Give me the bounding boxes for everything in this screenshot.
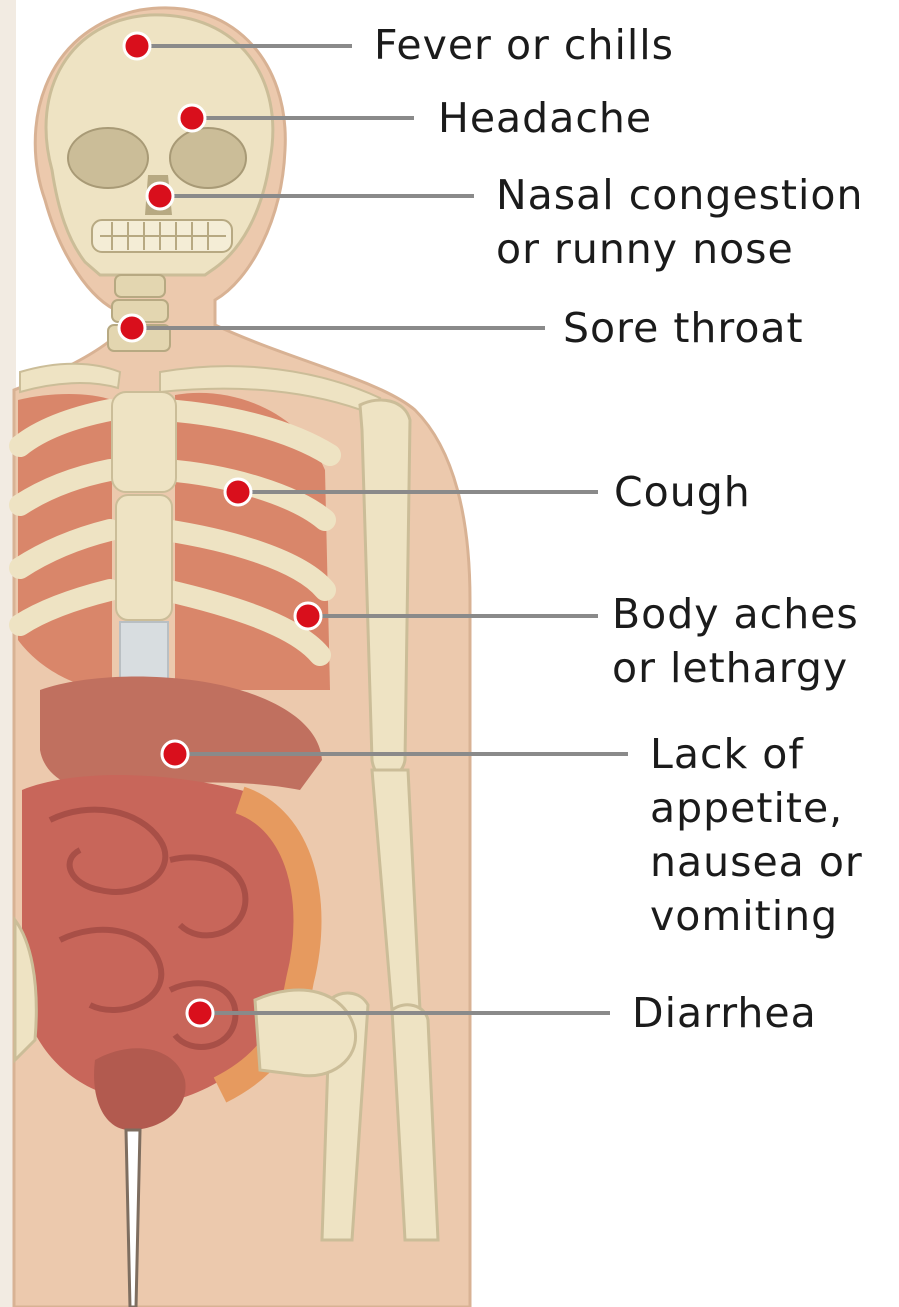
label-diarrhea: Diarrhea [632, 986, 817, 1040]
marker-sore-throat [119, 315, 145, 341]
label-sore-throat: Sore throat [563, 301, 804, 355]
label-line: Nasal congestion [496, 168, 863, 222]
label-line: vomiting [650, 889, 863, 943]
label-line: Body aches [612, 587, 859, 641]
label-fever: Fever or chills [374, 18, 674, 72]
label-line: or runny nose [496, 222, 863, 276]
label-line: Lack of [650, 727, 863, 781]
marker-cough [225, 479, 251, 505]
skull [46, 15, 273, 275]
label-body-aches: Body aches or lethargy [612, 587, 859, 695]
label-line: Diarrhea [632, 986, 817, 1040]
label-line: appetite, [650, 781, 863, 835]
marker-appetite [162, 741, 188, 767]
marker-body-aches [295, 603, 321, 629]
label-line: or lethargy [612, 641, 859, 695]
marker-nasal [147, 183, 173, 209]
label-line: nausea or [650, 835, 863, 889]
label-headache: Headache [438, 91, 652, 145]
label-cough: Cough [614, 465, 751, 519]
marker-diarrhea [187, 1000, 213, 1026]
label-line: Fever or chills [374, 18, 674, 72]
marker-headache [179, 105, 205, 131]
leg-gap [126, 1130, 140, 1307]
label-nasal-congestion: Nasal congestion or runny nose [496, 168, 863, 276]
label-line: Sore throat [563, 301, 804, 355]
label-line: Cough [614, 465, 751, 519]
marker-fever [124, 33, 150, 59]
label-appetite: Lack of appetite, nausea or vomiting [650, 727, 863, 943]
label-line: Headache [438, 91, 652, 145]
